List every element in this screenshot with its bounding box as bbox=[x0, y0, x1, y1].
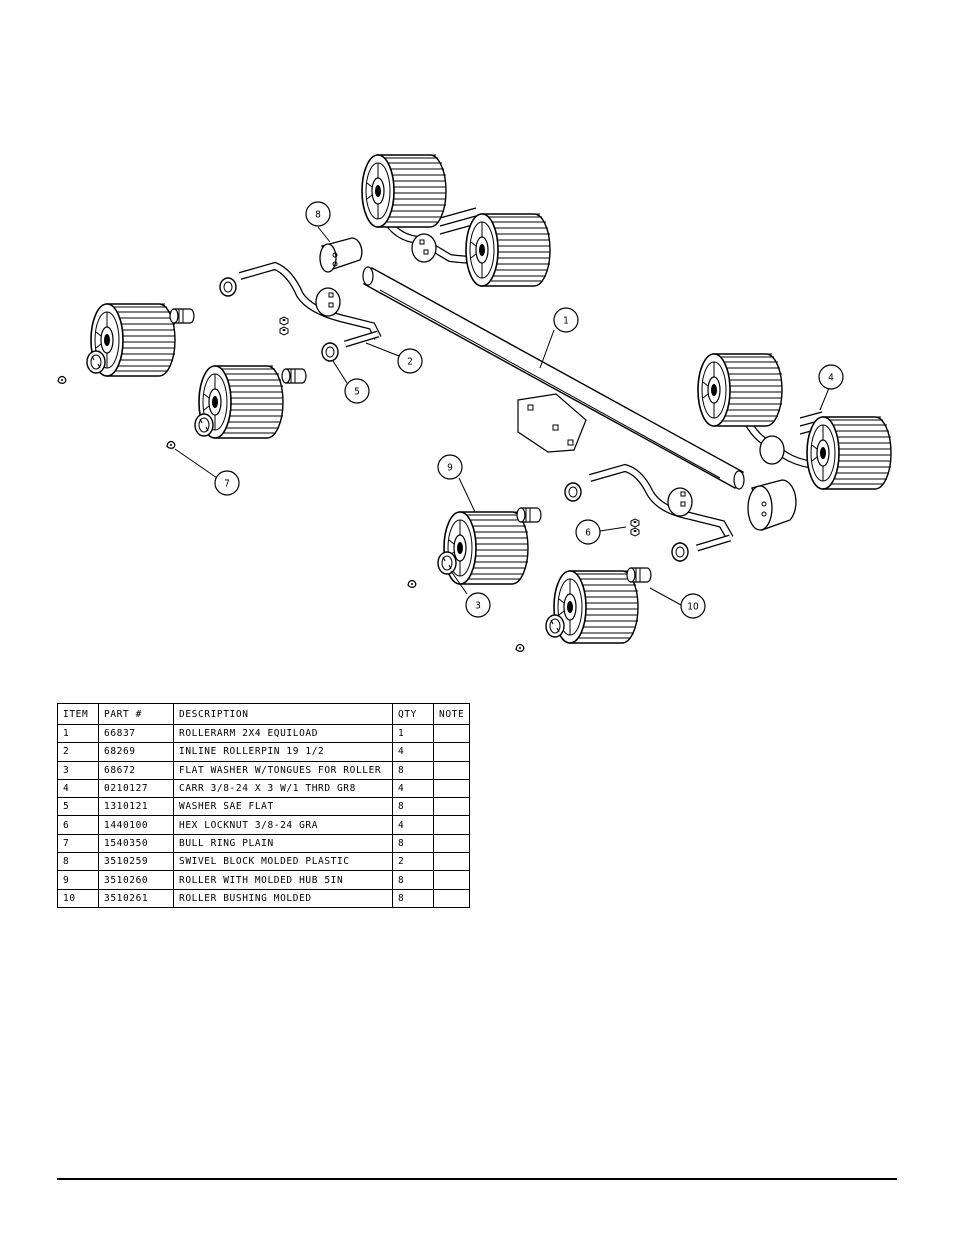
qty-cell: 1 bbox=[392, 723, 434, 744]
callout-label: 3 bbox=[475, 601, 481, 612]
callout-2: 2 bbox=[397, 348, 423, 374]
qty-cell: 4 bbox=[392, 742, 434, 762]
header-item: ITEM bbox=[57, 703, 99, 725]
part-number-cell: 1310121 bbox=[98, 797, 174, 817]
callout-5: 5 bbox=[344, 378, 370, 404]
item-cell: 8 bbox=[57, 852, 99, 872]
callout-label: 6 bbox=[585, 528, 591, 539]
note-cell bbox=[432, 778, 471, 799]
description-cell: BULL RING PLAIN bbox=[173, 833, 393, 854]
qty-cell: 4 bbox=[392, 778, 434, 799]
description-cell: WASHER SAE FLAT bbox=[173, 797, 393, 817]
qty-cell: 8 bbox=[392, 760, 434, 780]
leader-lines bbox=[174, 226, 830, 606]
callout-8: 8 bbox=[305, 201, 331, 227]
part-number-cell: 1440100 bbox=[98, 815, 174, 835]
part-number-cell: 66837 bbox=[98, 723, 174, 744]
part-number-cell: 68672 bbox=[98, 760, 174, 780]
qty-cell: 8 bbox=[392, 888, 434, 908]
part-number-cell: 3510259 bbox=[98, 852, 174, 872]
callout-label: 10 bbox=[687, 602, 699, 613]
description-cell: HEX LOCKNUT 3/8-24 GRA bbox=[173, 815, 393, 835]
item-cell: 7 bbox=[57, 833, 99, 854]
item-cell: 3 bbox=[57, 760, 99, 780]
description-cell: ROLLER BUSHING MOLDED bbox=[173, 888, 393, 908]
left-roller-arm bbox=[238, 261, 382, 348]
qty-cell: 8 bbox=[392, 797, 434, 817]
item-cell: 4 bbox=[57, 778, 99, 799]
part-number-cell: 0210127 bbox=[98, 778, 174, 799]
note-cell bbox=[432, 870, 471, 890]
callout-3: 3 bbox=[465, 592, 491, 618]
description-cell: ROLLER WITH MOLDED HUB 5IN bbox=[173, 870, 393, 890]
note-cell bbox=[432, 888, 471, 908]
callout-label: 9 bbox=[447, 463, 453, 474]
rollers bbox=[90, 154, 892, 644]
qty-cell: 2 bbox=[392, 852, 434, 872]
callout-bubbles: 1 2 3 4 5 6 7 8 9 10 bbox=[214, 201, 844, 619]
header-description: DESCRIPTION bbox=[173, 703, 393, 725]
qty-cell: 8 bbox=[392, 870, 434, 890]
description-cell: INLINE ROLLERPIN 19 1/2 bbox=[173, 742, 393, 762]
note-cell bbox=[432, 742, 471, 762]
note-cell bbox=[432, 815, 471, 835]
exploded-assembly-drawing: 1 2 3 4 5 6 7 8 9 10 bbox=[57, 154, 892, 652]
lower-roller-arm bbox=[588, 463, 734, 552]
note-cell bbox=[432, 852, 471, 872]
swivel-block-upper bbox=[319, 237, 363, 273]
item-cell: 2 bbox=[57, 742, 99, 762]
note-cell bbox=[432, 723, 471, 744]
parts-table-header-row: ITEM PART # DESCRIPTION QTY NOTE bbox=[57, 703, 471, 725]
callout-6: 6 bbox=[575, 519, 601, 545]
header-part-number: PART # bbox=[98, 703, 174, 725]
header-qty: QTY bbox=[392, 703, 434, 725]
callout-label: 8 bbox=[315, 210, 321, 221]
callout-label: 1 bbox=[563, 316, 569, 327]
footer-rule bbox=[57, 1178, 897, 1180]
item-cell: 10 bbox=[57, 888, 99, 908]
item-cell: 1 bbox=[57, 723, 99, 744]
item-cell: 5 bbox=[57, 797, 99, 817]
callout-7: 7 bbox=[214, 470, 240, 496]
note-cell bbox=[432, 797, 471, 817]
callout-1: 1 bbox=[553, 307, 579, 333]
part-number-cell: 3510261 bbox=[98, 888, 174, 908]
callout-9: 9 bbox=[437, 454, 463, 480]
description-cell: ROLLERARM 2X4 EQUILOAD bbox=[173, 723, 393, 744]
description-cell: SWIVEL BLOCK MOLDED PLASTIC bbox=[173, 852, 393, 872]
tongue-washers bbox=[86, 350, 565, 638]
qty-cell: 8 bbox=[392, 833, 434, 854]
callout-label: 2 bbox=[407, 357, 413, 368]
part-number-cell: 3510260 bbox=[98, 870, 174, 890]
main-rollerarm-beam bbox=[362, 266, 745, 490]
callout-4: 4 bbox=[818, 364, 844, 390]
callout-label: 4 bbox=[828, 373, 834, 384]
qty-cell: 4 bbox=[392, 815, 434, 835]
swivel-block-lower bbox=[747, 479, 797, 531]
description-cell: CARR 3/8-24 X 3 W/1 THRD GR8 bbox=[173, 778, 393, 799]
header-note: NOTE bbox=[432, 703, 471, 725]
callout-10: 10 bbox=[680, 593, 706, 619]
callout-label: 7 bbox=[224, 479, 230, 490]
item-cell: 9 bbox=[57, 870, 99, 890]
note-cell bbox=[432, 833, 471, 854]
part-number-cell: 68269 bbox=[98, 742, 174, 762]
part-number-cell: 1540350 bbox=[98, 833, 174, 854]
item-cell: 6 bbox=[57, 815, 99, 835]
description-cell: FLAT WASHER W/TONGUES FOR ROLLER bbox=[173, 760, 393, 780]
callout-label: 5 bbox=[354, 387, 360, 398]
note-cell bbox=[432, 760, 471, 780]
